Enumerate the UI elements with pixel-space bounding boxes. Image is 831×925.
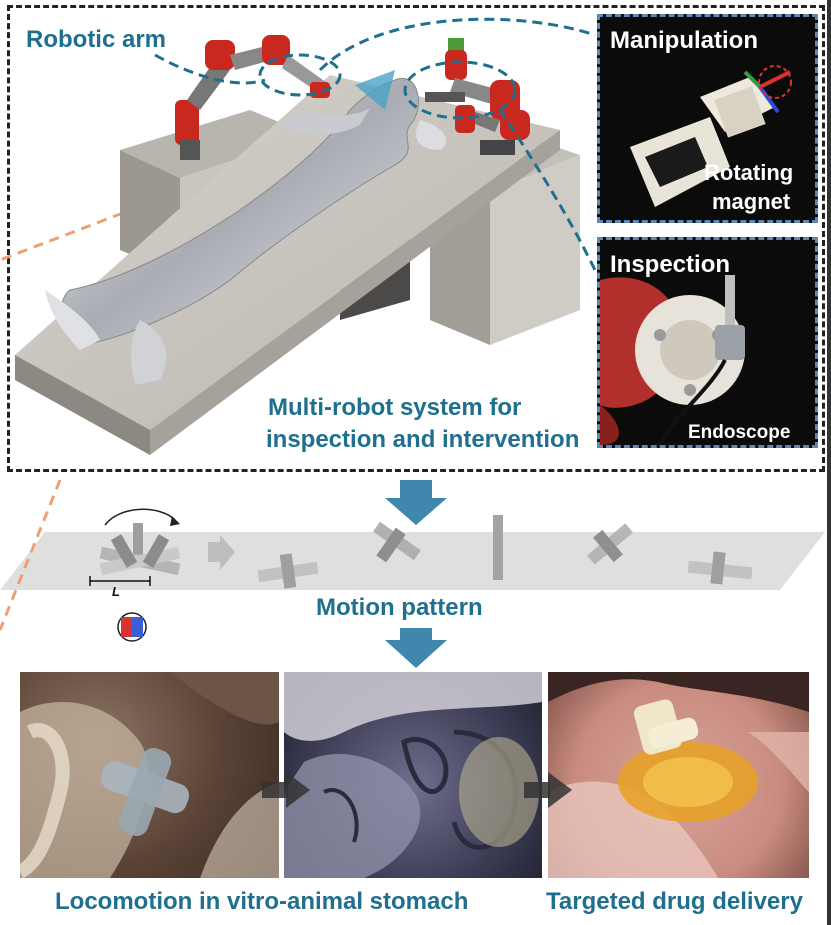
system-caption-line2: inspection and intervention	[266, 426, 580, 453]
left-robot-arm	[175, 35, 330, 160]
robot-pose-initial	[89, 508, 181, 586]
edge-strip	[827, 0, 831, 925]
robot-pose-tilted-1	[373, 521, 421, 563]
manipulation-inset: Manipulation Rotating magnet	[597, 14, 818, 223]
callout-left-tool	[258, 53, 342, 97]
length-symbol: L	[112, 584, 120, 599]
system-overview-frame	[7, 5, 825, 472]
progress-arrow	[208, 535, 235, 570]
robot-pose-upright	[493, 515, 503, 580]
motion-plane	[0, 532, 825, 590]
drug-delivery-caption: Targeted drug delivery	[546, 888, 803, 915]
photo-stomach-locomotion	[20, 672, 279, 878]
robot-pose-flat-1	[257, 553, 319, 589]
right-robot-arm	[425, 38, 530, 155]
locomotion-caption: Locomotion in vitro-animal stomach	[55, 888, 469, 915]
rotating-magnet-label-line2: magnet	[712, 189, 791, 214]
endoscope-label: Endoscope	[688, 422, 791, 443]
inspection-inset: Inspection Endoscope	[597, 237, 818, 448]
target-marker	[355, 70, 395, 110]
sequence-arrow-2	[524, 772, 572, 808]
rotating-magnet-label-line1: Rotating	[704, 160, 794, 185]
robot-pose-tilted-2	[586, 523, 634, 565]
callout-right-tool	[403, 60, 517, 120]
motion-pattern-strip	[0, 480, 825, 648]
callout-leader-inspection	[498, 109, 597, 271]
flow-arrow-2-head	[385, 640, 447, 668]
robot-pose-flat-2	[687, 551, 753, 585]
callout-leader-manipulation	[318, 17, 596, 72]
patient-body	[45, 77, 447, 385]
photo-drug-delivery	[548, 672, 809, 878]
callout-leader-robotic-arm	[154, 53, 266, 85]
sequence-arrow-1	[262, 772, 310, 808]
endoscope-illustration	[600, 240, 815, 445]
manipulation-label: Manipulation	[610, 27, 758, 54]
rotating-magnet-icon	[117, 612, 147, 642]
zoom-line	[0, 193, 171, 262]
motion-pattern-label: Motion pattern	[316, 594, 483, 621]
magnet-device-illustration	[600, 17, 815, 220]
robot-scene	[0, 17, 597, 455]
flow-arrow-1	[385, 480, 447, 525]
photo-stomach-navigation	[284, 672, 542, 878]
inspection-label: Inspection	[610, 251, 731, 278]
system-caption-line1: Multi-robot system for	[268, 394, 522, 421]
robotic-arm-label: Robotic arm	[26, 26, 167, 53]
